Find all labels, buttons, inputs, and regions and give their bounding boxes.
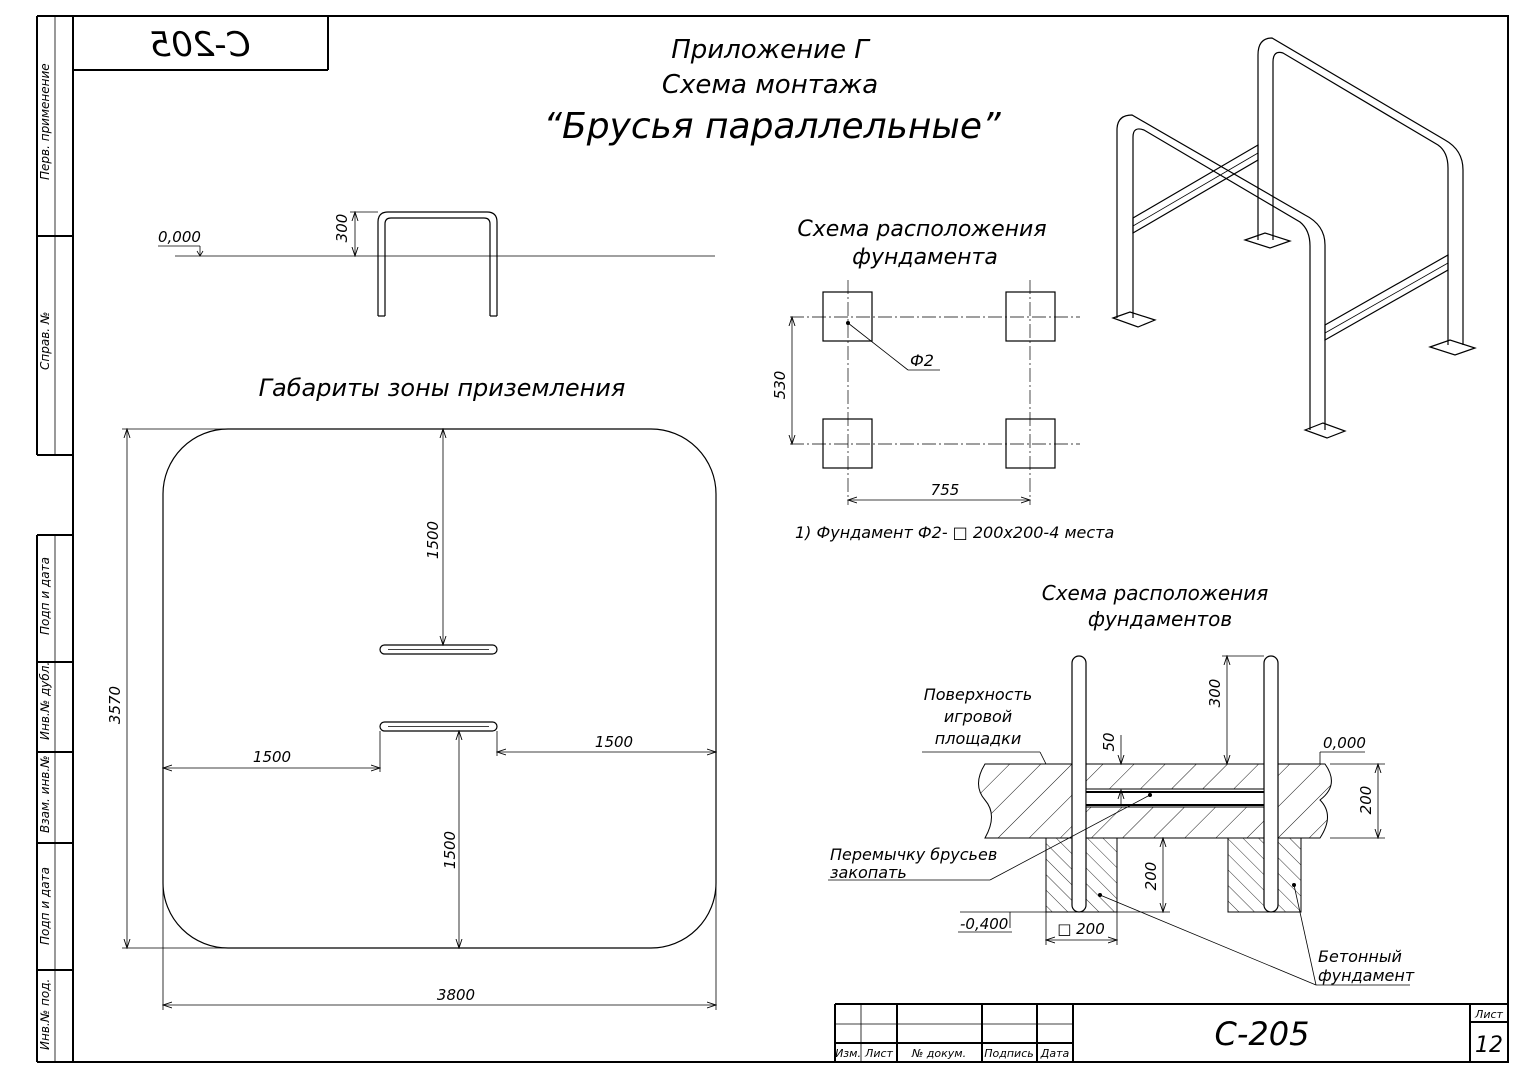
square-200: □ 200: [1057, 920, 1105, 938]
stamp-code-mirrored: C-205: [150, 25, 251, 65]
isometric-bars-view: [1111, 37, 1477, 439]
tb-sheet-label: Лист: [1474, 1008, 1503, 1021]
dim-50: 50: [1100, 732, 1118, 751]
title-product: “Брусья параллельные”: [543, 106, 1001, 147]
level-label-0000: 0,000: [158, 228, 201, 246]
elevation-view: [158, 212, 715, 317]
tb-list: Лист: [864, 1047, 893, 1060]
side-label-podp-data-2: Подп и дата: [38, 867, 52, 945]
side-label-podp-data-1: Подп и дата: [38, 557, 52, 635]
tb-code: С-205: [1215, 1015, 1310, 1053]
side-label-vzam-inv: Взам. инв.№: [38, 755, 52, 833]
tb-doc-no: № докум.: [911, 1047, 966, 1060]
dim-755: 755: [931, 481, 960, 499]
bury-label-2: закопать: [830, 863, 907, 882]
foundation-plan-title-1: Схема расположения: [797, 217, 1046, 242]
foundation-plan-title-2: фундамента: [852, 245, 998, 270]
dim-300-section: 300: [1206, 679, 1224, 708]
dim-3800: 3800: [437, 986, 475, 1004]
concrete-label-1: Бетонный: [1318, 947, 1402, 966]
side-label-inv-dubl: Инв.№ дубл.: [38, 662, 52, 740]
dim-1500-left: 1500: [253, 748, 291, 766]
foundations-section: [828, 656, 1410, 986]
dim-300-elevation: 300: [333, 214, 351, 243]
side-label-inv-pod: Инв.№ под.: [38, 979, 52, 1050]
level-0000-section: 0,000: [1323, 734, 1366, 752]
side-label-sprav-no: Справ. №: [38, 312, 52, 370]
surface-label-3: площадки: [935, 729, 1021, 748]
dim-3570: 3570: [106, 686, 124, 724]
surface-label-1: Поверхность: [924, 685, 1033, 704]
surface-label-2: игровой: [944, 707, 1012, 726]
dim-200-depth: 200: [1142, 862, 1160, 891]
f2-label: Ф2: [910, 351, 934, 370]
tb-podpis: Подпись: [984, 1047, 1033, 1060]
tb-data: Дата: [1040, 1047, 1070, 1060]
landing-zone: [122, 429, 716, 1010]
dim-1500-right: 1500: [595, 733, 633, 751]
dim-1500-top: 1500: [424, 521, 442, 559]
foundation-plan: [790, 280, 1080, 505]
concrete-label-2: фундамент: [1318, 966, 1415, 985]
foundations-section-title-2: фундаментов: [1088, 607, 1232, 631]
dim-1500-bottom: 1500: [441, 831, 459, 869]
tb-sheet-no: 12: [1475, 1033, 1503, 1058]
sheet-frame: [36, 15, 1509, 1063]
dim-530: 530: [771, 371, 789, 400]
dim-200-right: 200: [1357, 786, 1375, 815]
side-label-perv-primenenie: Перв. применение: [38, 63, 52, 180]
foundations-section-title-1: Схема расположения: [1042, 581, 1269, 605]
landing-zone-title: Габариты зоны приземления: [259, 374, 626, 402]
foundation-note: 1) Фундамент Ф2- □ 200х200-4 места: [795, 523, 1114, 542]
bury-label-1: Перемычку брусьев: [830, 845, 997, 864]
level-minus-0400: -0,400: [960, 915, 1008, 933]
title-scheme: Схема монтажа: [662, 70, 878, 100]
tb-izm: Изм.: [835, 1047, 861, 1060]
title-appendix: Приложение Г: [671, 35, 871, 65]
title-block: [834, 1003, 1508, 1062]
